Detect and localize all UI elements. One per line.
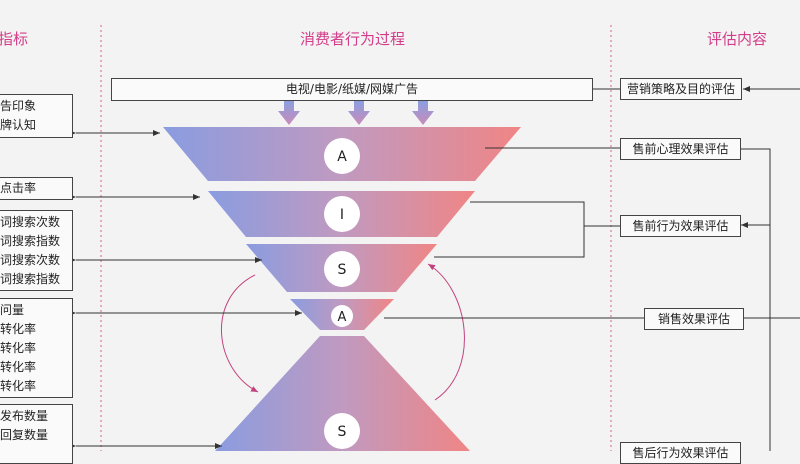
left-box-line: 牌认知: [0, 118, 37, 132]
funnel-circles: [324, 138, 360, 449]
left-box-line: 词搜索指数: [0, 272, 61, 286]
right-box-label: 售前心理效果评估: [632, 142, 729, 156]
right-box-label: 营销策略及目的评估: [626, 82, 735, 96]
left-box-line: 词搜索次数: [0, 215, 61, 229]
right-box-label: 售前行为效果评估: [632, 219, 729, 233]
left-box-line: 转化率: [0, 341, 37, 355]
left-box-line: 发布数量: [0, 409, 49, 423]
header-middle: 消费者行为过程: [300, 30, 406, 48]
right-box-sales: 销售效果评估: [644, 308, 744, 330]
funnel-circle: [324, 138, 360, 174]
funnel-circle: [324, 413, 360, 449]
left-box-conversion: 问量 转化率 转化率 转化率 转化率: [0, 298, 73, 398]
funnel-circle: [331, 305, 353, 327]
funnel-band-share: [215, 336, 470, 451]
loop-arrow-left: [221, 274, 259, 393]
header-right: 评估内容: [707, 30, 768, 48]
right-box-pre-psych: 售前心理效果评估: [620, 138, 741, 160]
left-box-line: 词搜索指数: [0, 234, 61, 248]
left-box-line: 转化率: [0, 379, 37, 393]
left-box-line: 词搜索次数: [0, 253, 61, 267]
funnel-letter-3: S: [338, 262, 347, 278]
funnel-circle: [324, 196, 360, 232]
ad-arrows: [278, 101, 434, 125]
funnel-circle: [324, 251, 360, 287]
down-arrow: [348, 101, 370, 125]
right-box-strategy: 营销策略及目的评估: [620, 78, 742, 100]
ad-channels-label: 电视/电影/纸媒/网媒广告: [285, 82, 419, 96]
diagram-canvas: A I S A S: [69, 25, 800, 451]
down-arrow: [412, 101, 434, 125]
left-box-line: 点击率: [0, 181, 37, 195]
left-box-line: 回复数量: [0, 428, 49, 442]
right-box-label: 销售效果评估: [657, 312, 730, 326]
left-box-line: 转化率: [0, 360, 37, 374]
right-box-pre-behavior: 售前行为效果评估: [620, 215, 741, 237]
left-box-line: 问量: [0, 303, 25, 317]
down-arrow: [278, 101, 300, 125]
left-box-line: 告印象: [0, 99, 37, 113]
header-left: 指标: [0, 30, 29, 48]
right-box-label: 售后行为效果评估: [632, 446, 729, 460]
funnel-letter-2: I: [340, 207, 344, 223]
loop-arrow-right: [427, 263, 465, 401]
funnel-letter-1: A: [337, 149, 347, 165]
ad-channels-box: 电视/电影/纸媒/网媒广告: [111, 78, 593, 101]
left-box-search: 词搜索次数 词搜索指数 词搜索次数 词搜索指数: [0, 210, 73, 291]
left-box-line: 转化率: [0, 322, 37, 336]
right-box-post-behavior: 售后行为效果评估: [620, 442, 741, 464]
funnel-letter-5: S: [338, 424, 347, 440]
left-box-impression: 告印象 牌认知: [0, 94, 73, 138]
left-box-share: 发布数量 回复数量: [0, 404, 73, 464]
left-connectors: [69, 130, 302, 449]
left-box-click: 点击率: [0, 177, 73, 200]
right-connectors: [384, 86, 800, 451]
funnel-letter-4: A: [338, 310, 347, 325]
